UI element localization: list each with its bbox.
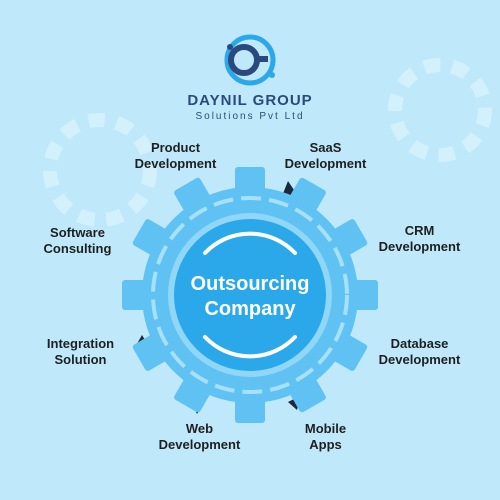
service-mobile-apps: Mobile Apps: [268, 421, 383, 453]
service-label-line2: Apps: [309, 437, 342, 452]
service-label-line2: Development: [378, 352, 461, 367]
service-label-line2: Development: [378, 239, 461, 254]
service-database-development: Database Development: [362, 336, 477, 368]
dg-monogram-icon: [224, 34, 276, 86]
service-label-line1: Integration: [46, 336, 115, 351]
service-label-line2: Consulting: [43, 241, 112, 256]
center-title-line2: Company: [204, 298, 296, 320]
center-title-line1: Outsourcing: [190, 273, 310, 295]
service-label-line1: CRM: [404, 223, 435, 238]
service-label-line1: Database: [390, 336, 449, 351]
service-label-line1: Software: [50, 225, 105, 240]
service-label-line2: Solution: [54, 352, 107, 367]
service-integration-solution: Integration Solution: [23, 336, 138, 368]
service-software-consulting: Software Consulting: [20, 225, 135, 257]
central-gear-icon: [122, 167, 378, 423]
service-label-line2: Development: [284, 156, 367, 171]
service-crm-development: CRM Development: [362, 223, 477, 255]
decorative-gear-right-icon: [388, 58, 492, 162]
brand-name: DAYNIL GROUP: [187, 92, 313, 109]
service-web-development: Web Development: [142, 421, 257, 453]
service-label-line2: Development: [158, 437, 241, 452]
service-label-line1: Web: [185, 421, 214, 436]
service-saas-development: SaaS Development: [268, 140, 383, 172]
service-label-line1: Product: [150, 140, 201, 155]
service-product-development: Product Development: [118, 140, 233, 172]
decorative-gear-left-icon: [43, 113, 157, 227]
service-label-line1: SaaS: [309, 140, 342, 155]
brand-subtitle: Solutions Pvt Ltd: [195, 111, 305, 122]
service-label-line1: Mobile: [304, 421, 347, 436]
service-label-line2: Development: [134, 156, 217, 171]
